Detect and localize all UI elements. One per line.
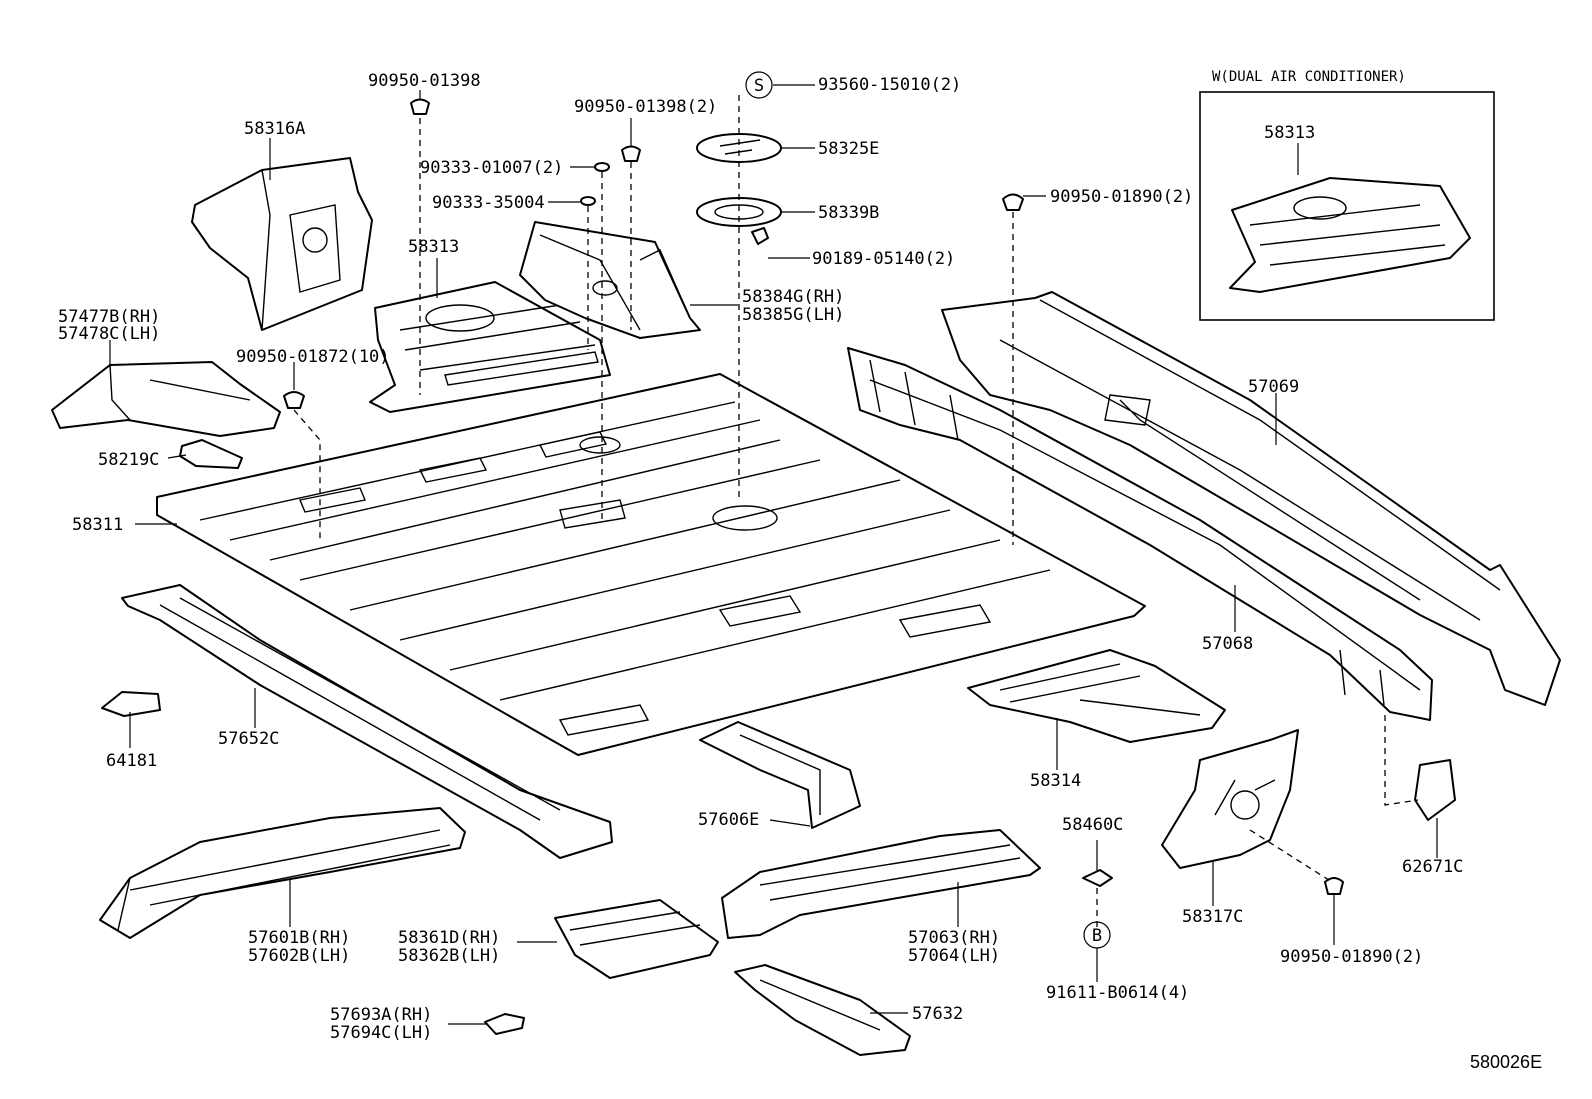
part-57477B-57478C-bracket[interactable] (51, 361, 281, 437)
part-58317C-wheel-house[interactable] (1161, 729, 1299, 869)
part-57069-side-member[interactable] (941, 291, 1561, 706)
part-57606E-cross-member[interactable] (699, 721, 861, 829)
symbol-S: S (745, 71, 773, 99)
ring-58325E[interactable] (696, 133, 782, 163)
label-57063: 57063(RH) (908, 928, 1000, 948)
part-57632-member[interactable] (734, 964, 911, 1056)
label-57606E: 57606E (698, 810, 759, 830)
label-57064: 57064(LH) (908, 946, 1000, 966)
label-58385G: 58385G(LH) (742, 305, 844, 325)
label-57632: 57632 (912, 1004, 963, 1024)
bolt-90189-05140[interactable] (751, 227, 769, 245)
plug-90950-01872[interactable] (283, 391, 305, 409)
part-62671C-plate[interactable] (1414, 759, 1456, 821)
label-57069: 57069 (1248, 377, 1299, 397)
part-58460C-grommet[interactable] (1082, 869, 1113, 887)
part-58313-inset-floor-pan[interactable] (1229, 177, 1471, 293)
label-58311: 58311 (72, 515, 123, 535)
part-57693A-57694C-clip[interactable] (484, 1013, 525, 1035)
label-57694C: 57694C(LH) (330, 1023, 432, 1043)
label-90333-35004: 90333-35004 (432, 193, 545, 213)
clip-90333-01007[interactable] (594, 162, 610, 172)
clip-90333-35004[interactable] (580, 196, 596, 206)
part-58361D-58362B-bracket[interactable] (554, 899, 719, 979)
label-58325E: 58325E (818, 139, 879, 159)
label-58313-main: 58313 (408, 237, 459, 257)
part-58384G-58385G-bracket[interactable] (519, 221, 701, 339)
part-58219C-plate[interactable] (179, 439, 243, 469)
plug-90950-01398-b[interactable] (621, 145, 641, 162)
part-57652C-rocker[interactable] (121, 584, 613, 859)
symbol-B-text: B (1092, 926, 1102, 946)
label-58317C: 58317C (1182, 907, 1243, 927)
label-90950-01890-a: 90950-01890(2) (1050, 187, 1193, 207)
label-58362B: 58362B(LH) (398, 946, 500, 966)
label-57601B: 57601B(RH) (248, 928, 350, 948)
label-90189-05140: 90189-05140(2) (812, 249, 955, 269)
label-90333-01007: 90333-01007(2) (420, 158, 563, 178)
inset-dual-air-conditioner: W(DUAL AIR CONDITIONER) (1199, 69, 1495, 321)
label-90950-01890-b: 90950-01890(2) (1280, 947, 1423, 967)
plug-90950-01398-a[interactable] (410, 98, 430, 115)
symbol-S-text: S (754, 76, 764, 96)
label-57602B: 57602B(LH) (248, 946, 350, 966)
label-58313-inset: 58313 (1264, 123, 1315, 143)
plug-90950-01890-a[interactable] (1002, 193, 1024, 211)
label-57693A: 57693A(RH) (330, 1005, 432, 1025)
label-58314: 58314 (1030, 771, 1081, 791)
label-90950-01398-b: 90950-01398(2) (574, 97, 717, 117)
label-58316A: 58316A (244, 119, 305, 139)
part-57063-57064-member[interactable] (721, 829, 1041, 939)
label-57477B: 57477B(RH) (58, 307, 160, 327)
part-64181-plate[interactable] (101, 691, 161, 717)
inset-title: W(DUAL AIR CONDITIONER) (1212, 69, 1406, 85)
part-58313-rear-floor-pan[interactable] (369, 281, 611, 413)
plug-90950-01890-b[interactable] (1324, 877, 1344, 895)
diagram-id: 580026E (1470, 1052, 1542, 1072)
part-58316A-wheel-house[interactable] (191, 157, 373, 331)
label-58219C: 58219C (98, 450, 159, 470)
assembly-lines (293, 95, 1419, 928)
label-62671C: 62671C (1402, 857, 1463, 877)
label-64181: 64181 (106, 751, 157, 771)
label-90950-01872: 90950-01872(10) (236, 347, 390, 367)
label-58361D: 58361D(RH) (398, 928, 500, 948)
part-labels: 90950-01398 58316A 90950-01398(2) 90333-… (58, 71, 1542, 1072)
part-57068-side-member[interactable] (847, 347, 1433, 721)
label-91611-B0614: 91611-B0614(4) (1046, 983, 1189, 1003)
part-58314-pan[interactable] (967, 649, 1226, 743)
label-90950-01398-a: 90950-01398 (368, 71, 481, 91)
leader-lines (109, 84, 1438, 1025)
label-58339B: 58339B (818, 203, 879, 223)
label-57068: 57068 (1202, 634, 1253, 654)
symbol-B: B (1083, 921, 1111, 949)
label-57652C: 57652C (218, 729, 279, 749)
part-58311-floor-pan[interactable] (156, 373, 1146, 756)
part-57601B-57602B-member[interactable] (99, 807, 466, 939)
label-93560-15010: 93560-15010(2) (818, 75, 961, 95)
label-57478C: 57478C(LH) (58, 324, 160, 344)
label-58460C: 58460C (1062, 815, 1123, 835)
label-58384G: 58384G(RH) (742, 287, 844, 307)
